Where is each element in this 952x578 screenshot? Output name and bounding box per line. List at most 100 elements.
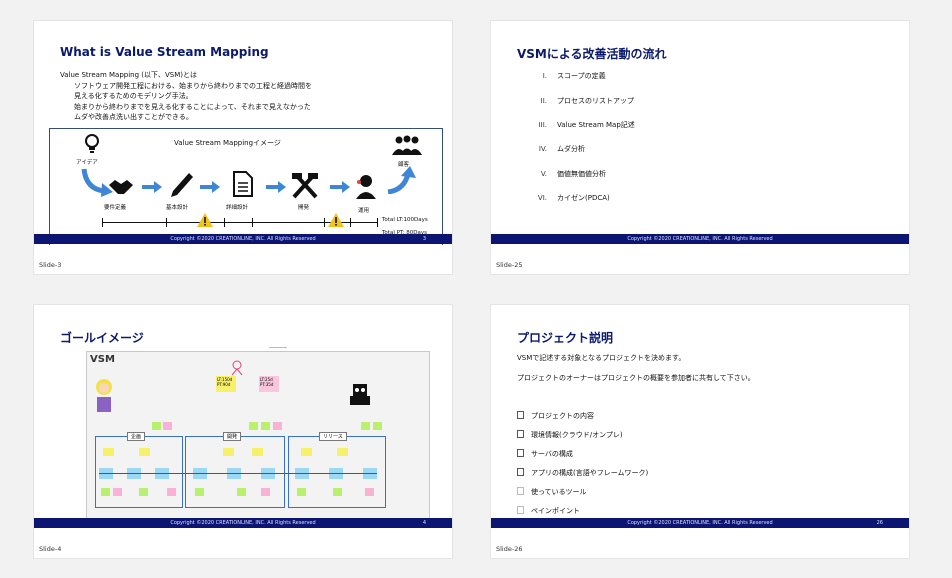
vsm-group-label: 開発 bbox=[223, 432, 242, 441]
vsm-sticky-note bbox=[261, 422, 270, 430]
vsm-sticky-note bbox=[223, 448, 234, 456]
vsm-sticky-note bbox=[361, 422, 370, 430]
project-bullet-item: 使っているツール bbox=[517, 487, 587, 497]
slide-card-25[interactable]: VSMによる改善活動の流れ I.スコープの定義 II.プロセスのリストアップ I… bbox=[490, 20, 910, 275]
slide-3-canvas: What is Value Stream Mapping Value Strea… bbox=[34, 21, 452, 256]
pink-figure-icon bbox=[231, 360, 243, 376]
vsm-sticky-note bbox=[249, 422, 258, 430]
slide-card-26[interactable]: プロジェクト説明 VSMで記述する対象となるプロジェクトを決めます。 プロジェク… bbox=[490, 304, 910, 559]
slide-26-intro: VSMで記述する対象となるプロジェクトを決めます。 bbox=[517, 354, 686, 362]
vsm-sticky-note bbox=[373, 422, 382, 430]
vsm-sticky-note bbox=[297, 488, 306, 496]
slide-3-title: What is Value Stream Mapping bbox=[60, 45, 269, 59]
project-bullet-item: アプリの構成(言語やフレームワーク) bbox=[517, 468, 648, 478]
bullet-box-icon bbox=[517, 468, 524, 476]
warning-icon bbox=[197, 213, 213, 227]
vsm-sticky-note bbox=[365, 488, 374, 496]
vsm-sticky-note bbox=[101, 488, 110, 496]
operator-icon bbox=[356, 175, 376, 199]
project-bullet-item: サーバの構成 bbox=[517, 449, 573, 459]
flow-list-item: I.スコープの定義 bbox=[542, 72, 606, 80]
step-label: 詳細設計 bbox=[226, 205, 249, 211]
vsm-sticky-note: LT:150d PT:90d bbox=[216, 376, 236, 392]
bullet-box-icon bbox=[517, 411, 524, 419]
bullet-box-icon bbox=[517, 487, 524, 495]
copyright-text: Copyright ©2020 CREATIONLINE, INC. All R… bbox=[170, 520, 316, 526]
slide-26-canvas: プロジェクト説明 VSMで記述する対象となるプロジェクトを決めます。 プロジェク… bbox=[491, 305, 909, 540]
flow-list-item: III.Value Stream Map記述 bbox=[538, 121, 635, 129]
vsm-board: VSM LT:150d PT:90d LT:25d PT:35d 企画 開発 リ… bbox=[86, 351, 430, 523]
slide-card-4[interactable]: ゴールイメージ VSM LT:150d PT:90d LT:25d PT:35d… bbox=[33, 304, 453, 559]
page-number: 26 bbox=[876, 520, 883, 526]
vsm-heading: VSM bbox=[90, 354, 115, 365]
vsm-sticky-note bbox=[163, 422, 172, 430]
vsm-group-label: リリース bbox=[319, 432, 347, 441]
arrow-right-icon bbox=[200, 181, 220, 193]
vsm-sticky-note bbox=[301, 448, 312, 456]
vsm-sticky-note: LT:25d PT:35d bbox=[259, 376, 279, 392]
handshake-icon bbox=[109, 180, 133, 194]
page-number: 4 bbox=[422, 520, 426, 526]
warning-icon bbox=[328, 213, 344, 227]
slide-25-title: VSMによる改善活動の流れ bbox=[517, 47, 667, 61]
total-lt: Total LT:100Days bbox=[382, 217, 428, 223]
slide-26-title: プロジェクト説明 bbox=[517, 331, 614, 345]
vsm-diagram-title: Value Stream Mappingイメージ bbox=[174, 139, 281, 147]
flow-list-item: V.価値無価値分析 bbox=[540, 170, 606, 178]
vsm-sticky-note bbox=[152, 422, 161, 430]
page-number: 3 bbox=[422, 236, 426, 242]
project-bullet-item: 環境情報(クラウド/オンプレ) bbox=[517, 430, 623, 440]
vsm-sticky-note bbox=[103, 448, 114, 456]
customer-label: 顧客 bbox=[398, 162, 410, 168]
project-bullet-item: プロジェクトの内容 bbox=[517, 411, 594, 421]
robot-icon bbox=[350, 384, 370, 405]
blue-curve-arrow bbox=[387, 166, 416, 194]
arrow-right-icon bbox=[330, 181, 350, 193]
vsm-sticky-note bbox=[113, 488, 122, 496]
bullet-box-icon bbox=[517, 506, 524, 514]
vsm-sticky-note bbox=[237, 488, 246, 496]
vsm-sticky-note bbox=[261, 488, 270, 496]
copyright-text: Copyright ©2020 CREATIONLINE, INC. All R… bbox=[627, 520, 773, 526]
document-icon bbox=[233, 171, 253, 197]
step-label: 開発 bbox=[298, 205, 310, 211]
slide-4-canvas: ゴールイメージ VSM LT:150d PT:90d LT:25d PT:35d… bbox=[34, 305, 452, 540]
vsm-sticky-note bbox=[167, 488, 176, 496]
timeline-tick bbox=[350, 218, 351, 227]
idea-label: アイデア bbox=[76, 160, 98, 166]
slide-label: Slide-26 bbox=[496, 545, 523, 553]
slide-3-body-line: 見える化するためのモデリング手法。 bbox=[74, 92, 193, 100]
vsm-sticky-note bbox=[252, 448, 263, 456]
slide-label: Slide-3 bbox=[39, 261, 62, 269]
vsm-flow-line bbox=[99, 473, 377, 474]
slide-3-body-line: ソフトウェア開発工程における、始まりから終わりまでの工程と経過時間を bbox=[74, 82, 312, 90]
tools-icon bbox=[292, 173, 318, 199]
step-label: 運用 bbox=[358, 208, 370, 214]
vsm-sticky-note bbox=[273, 422, 282, 430]
slide-3-body-line: ムダや改善点洗い出すことができる。 bbox=[74, 113, 193, 121]
timeline-tick bbox=[166, 218, 167, 227]
step-label: 基本設計 bbox=[166, 205, 189, 211]
slide-26-footer: Copyright ©2020 CREATIONLINE, INC. All R… bbox=[491, 518, 909, 528]
customers-icon bbox=[392, 135, 422, 155]
copyright-text: Copyright ©2020 CREATIONLINE, INC. All R… bbox=[627, 236, 773, 242]
slide-4-footer: Copyright ©2020 CREATIONLINE, INC. All R… bbox=[34, 518, 452, 528]
slide-label: Slide-4 bbox=[39, 545, 62, 553]
bullet-box-icon bbox=[517, 449, 524, 457]
bullet-box-icon bbox=[517, 430, 524, 438]
vsm-sticky-note bbox=[333, 488, 342, 496]
arrow-right-icon bbox=[266, 181, 286, 193]
step-label: 要件定義 bbox=[104, 205, 127, 211]
slide-25-footer: Copyright ©2020 CREATIONLINE, INC. All R… bbox=[491, 234, 909, 244]
slide-3-body-line: Value Stream Mapping (以下、VSM)とは bbox=[60, 71, 197, 79]
flow-list-item: VI.カイゼン(PDCA) bbox=[537, 194, 610, 202]
slide-3-body-line: 始まりから終わりまでを見える化することによって、それまで見えなかった bbox=[74, 103, 311, 111]
arrow-right-icon bbox=[142, 181, 162, 193]
vsm-sticky-note bbox=[337, 448, 348, 456]
slide-card-3[interactable]: What is Value Stream Mapping Value Strea… bbox=[33, 20, 453, 275]
vsm-sticky-note bbox=[139, 448, 150, 456]
slide-25-canvas: VSMによる改善活動の流れ I.スコープの定義 II.プロセスのリストアップ I… bbox=[491, 21, 909, 256]
timeline-tick bbox=[102, 218, 103, 227]
flow-list-item: II.プロセスのリストアップ bbox=[540, 97, 634, 105]
slide-26-intro: プロジェクトのオーナーはプロジェクトの概要を参加者に共有して下さい。 bbox=[517, 374, 755, 382]
